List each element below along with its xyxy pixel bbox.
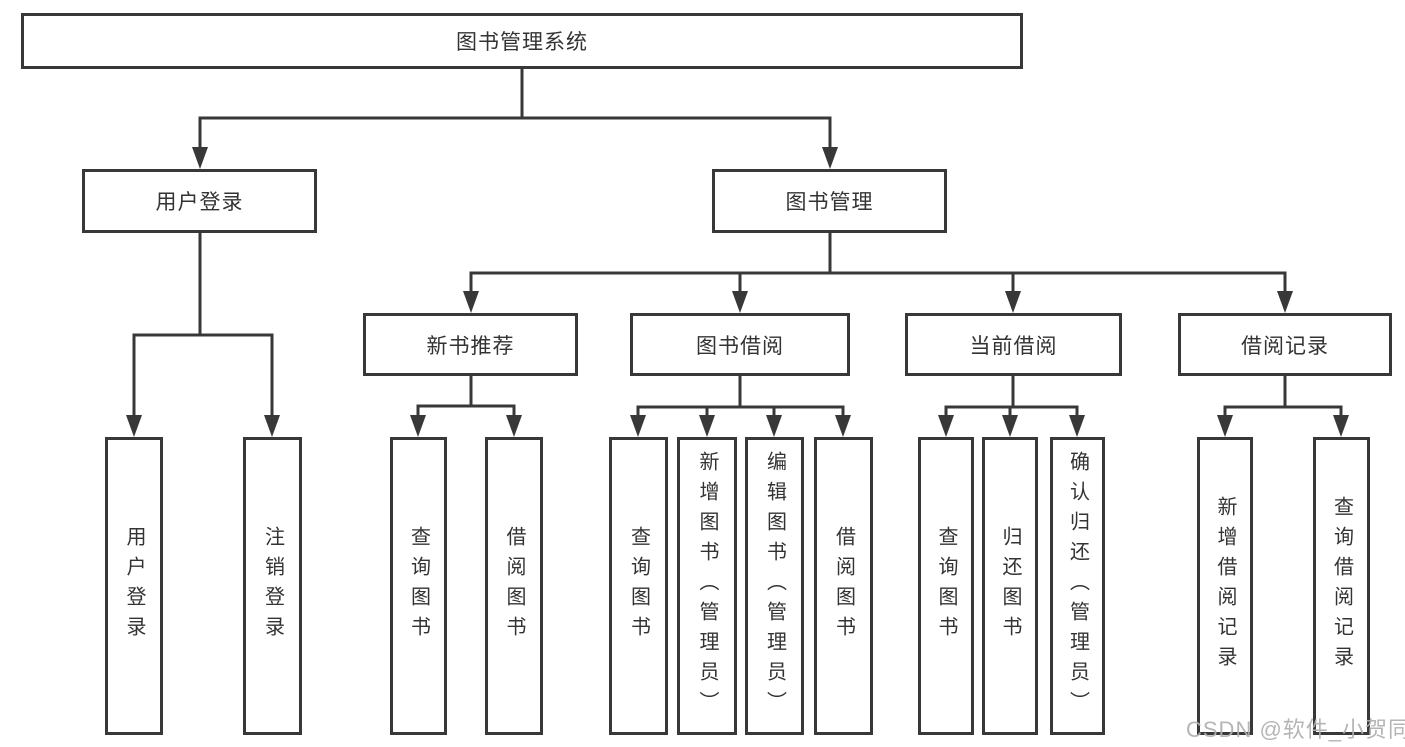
leaf-add-book-admin: 新增图书（管理员） <box>677 437 737 735</box>
node-book-management-label: 图书管理 <box>785 191 874 214</box>
leaf-add-borrow-record: 新增借阅记录 <box>1197 437 1253 735</box>
leaf-logout: 注销登录 <box>243 437 302 735</box>
csdn-watermark: CSDN @软件_小贺同学 <box>1186 717 1405 742</box>
leaf-query-books-recommend: 查询图书 <box>390 437 447 735</box>
leaf-borrow-books-recommend: 借阅图书 <box>485 437 543 735</box>
node-book-borrow: 图书借阅 <box>630 313 850 376</box>
leaf-query-borrow-record-label: 查询借阅记录 <box>1330 496 1353 676</box>
node-new-book-recommend-label: 新书推荐 <box>426 334 515 358</box>
leaf-logout-label: 注销登录 <box>261 526 284 646</box>
leaf-confirm-return-admin: 确认归还（管理员） <box>1050 437 1105 735</box>
leaf-query-books-borrow-label: 查询图书 <box>627 526 650 646</box>
leaf-confirm-return-admin-label: 确认归还（管理员） <box>1066 451 1089 721</box>
node-root-label: 图书管理系统 <box>456 31 588 54</box>
leaf-return-book: 归还图书 <box>982 437 1038 735</box>
leaf-query-books-current: 查询图书 <box>918 437 974 735</box>
node-book-management: 图书管理 <box>712 169 947 233</box>
leaf-query-borrow-record: 查询借阅记录 <box>1313 437 1370 735</box>
node-user-login-label: 用户登录 <box>155 191 244 214</box>
node-root: 图书管理系统 <box>21 13 1023 69</box>
leaf-edit-book-admin-label: 编辑图书（管理员） <box>763 451 786 721</box>
node-user-login: 用户登录 <box>82 169 317 233</box>
leaf-borrow-books-borrow: 借阅图书 <box>814 437 873 735</box>
node-new-book-recommend: 新书推荐 <box>363 313 578 376</box>
leaf-query-books-current-label: 查询图书 <box>935 526 957 646</box>
leaf-borrow-books-recommend-label: 借阅图书 <box>503 526 525 646</box>
leaf-query-books-recommend-label: 查询图书 <box>407 526 430 646</box>
leaf-return-book-label: 归还图书 <box>999 526 1021 646</box>
leaf-add-book-admin-label: 新增图书（管理员） <box>696 451 718 721</box>
leaf-query-books-borrow: 查询图书 <box>609 437 668 735</box>
node-current-borrow: 当前借阅 <box>905 313 1122 376</box>
node-borrow-records: 借阅记录 <box>1178 313 1392 376</box>
arrowhead-icons <box>126 147 1349 437</box>
node-book-borrow-label: 图书借阅 <box>696 334 784 358</box>
node-borrow-records-label: 借阅记录 <box>1241 334 1329 358</box>
node-current-borrow-label: 当前借阅 <box>969 334 1058 358</box>
leaf-add-borrow-record-label: 新增借阅记录 <box>1214 496 1236 676</box>
leaf-edit-book-admin: 编辑图书（管理员） <box>745 437 804 735</box>
leaf-user-login-label: 用户登录 <box>123 526 145 646</box>
leaf-borrow-books-borrow-label: 借阅图书 <box>832 526 855 646</box>
leaf-user-login: 用户登录 <box>105 437 163 735</box>
